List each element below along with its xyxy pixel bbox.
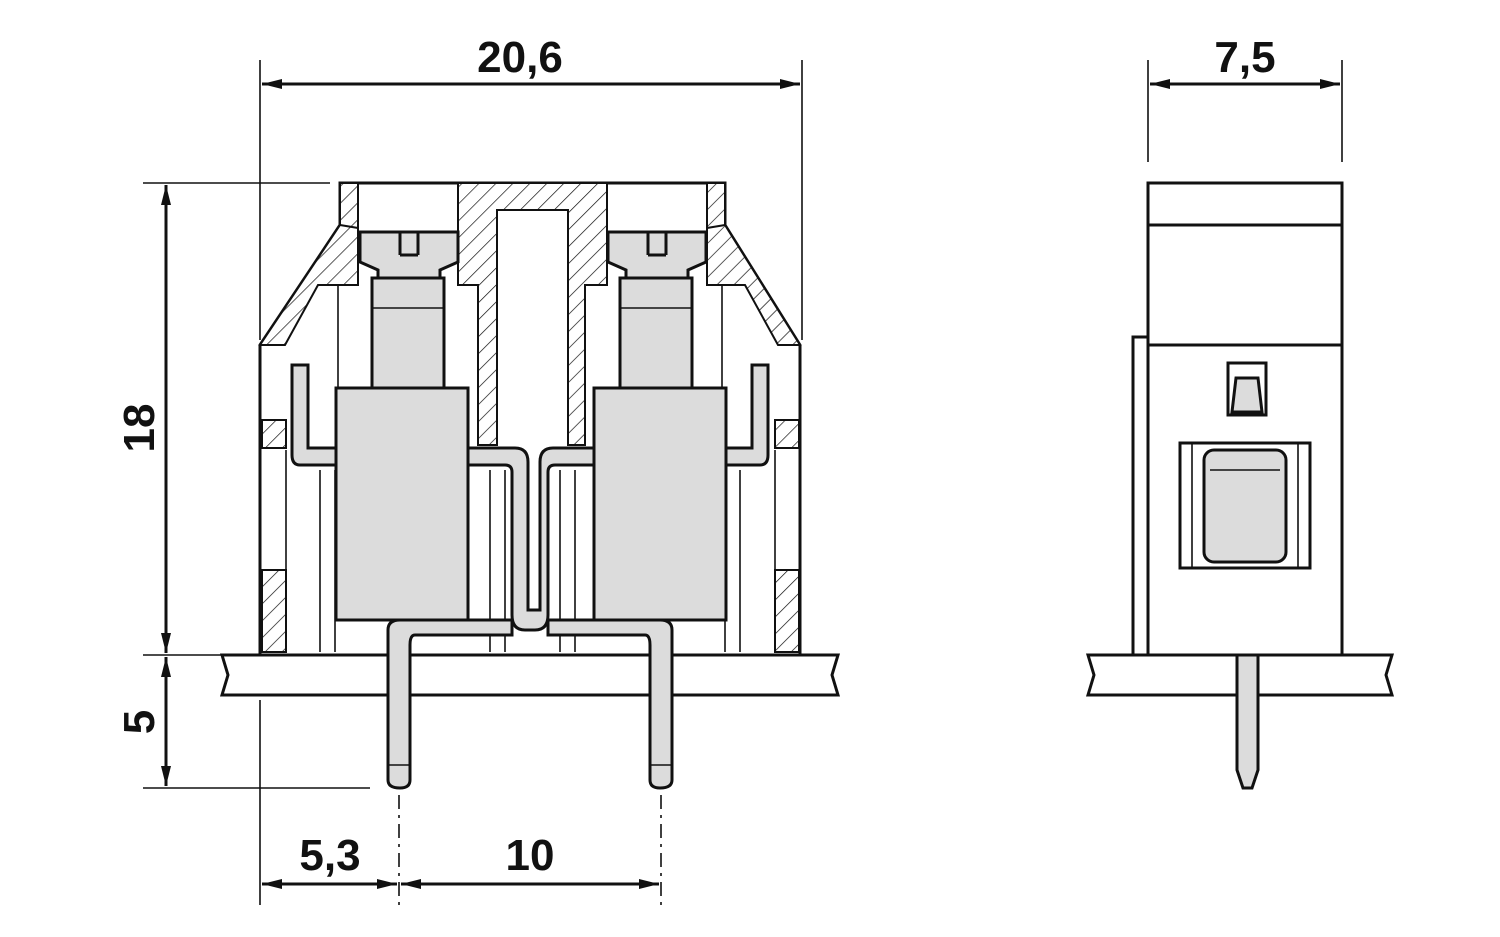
hatch-rib-right-upper [774,419,800,449]
housing-side-flange [1131,335,1150,657]
dim-label-side-width: 7,5 [1214,33,1275,82]
screw-shaft-left [370,276,446,392]
center-bridge [466,446,596,632]
hatch-rib-left-upper [261,419,287,449]
hatch-rib-left-lower [261,569,287,653]
dim-side-width: 7,5 [1147,33,1343,162]
side-view: 7,5 [1085,33,1395,790]
wire-entry-indicator [1226,361,1268,417]
wire-entry-opening [1178,441,1312,570]
dim-label-height-body: 18 [115,404,164,453]
dim-label-pitch: 10 [506,831,555,880]
housing-side [1146,181,1344,657]
dim-pitch: 10 [401,831,659,889]
hatch-center-divider [457,182,608,446]
right-clamp [592,230,770,622]
dim-height-pin: 5 [115,657,370,789]
left-clamp [290,230,470,622]
dim-label-pin-offset: 5,3 [299,831,360,880]
dim-label-total-width: 20,6 [477,33,563,82]
dim-total-width: 20,6 [259,33,803,340]
clamp-body-left [334,386,470,622]
dim-pin-offset: 5,3 [262,831,397,889]
dim-height-body: 18 [115,182,330,656]
hatch-top-left [339,182,359,229]
hatch-top-right [706,182,726,229]
hatch-rib-right-lower [774,569,800,653]
pcb-board-front [219,653,841,697]
front-view: 20,6 18 5 5,3 10 [115,33,841,905]
dim-label-height-pin: 5 [115,710,164,734]
pin-side [1235,653,1260,790]
clamp-hook-left [290,363,338,467]
clamp-hook-right [724,363,770,467]
hatch-slope-right [706,223,802,346]
clamp-body-right [592,386,728,622]
pin-right [546,618,674,790]
pin-left [386,618,514,790]
hatch-slope-left [258,223,359,346]
screw-shaft-right [618,276,694,392]
